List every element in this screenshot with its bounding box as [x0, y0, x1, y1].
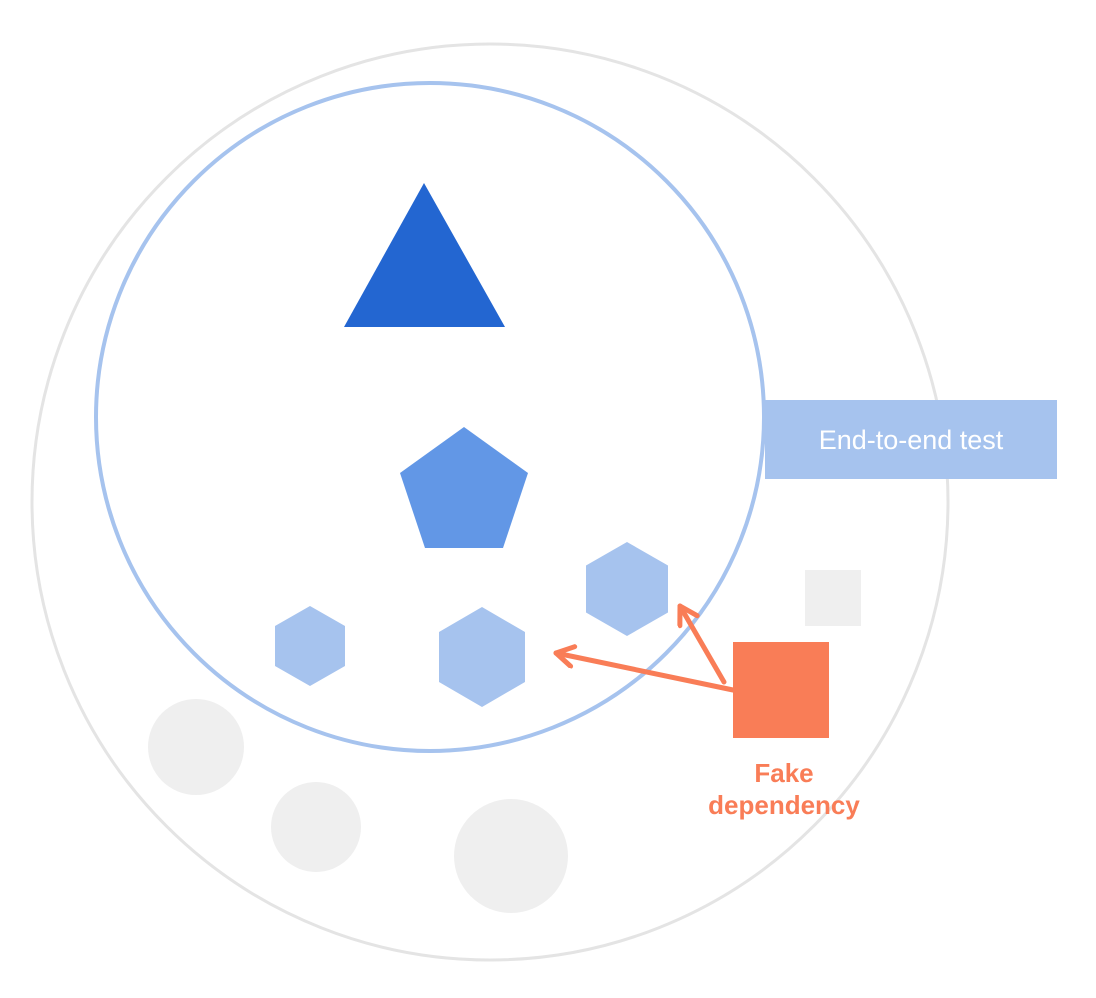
external-component-square	[805, 570, 861, 626]
fake-dependency-label-line2: dependency	[708, 790, 860, 820]
system-context-circle	[30, 42, 950, 962]
fake-dependency-arrow-short	[680, 603, 727, 685]
e2e-test-banner	[765, 400, 1057, 479]
fake-dependency-square	[733, 642, 829, 738]
dependency-hexagon-right	[586, 542, 668, 636]
e2e-test-banner-label: End-to-end test	[819, 425, 1004, 455]
dependency-hexagon-left	[275, 606, 345, 686]
external-component-circle-3	[454, 799, 568, 913]
external-component-circle-2	[271, 782, 361, 872]
fake-dependency-arrow-long	[553, 653, 736, 693]
system-component-pentagon	[400, 427, 528, 548]
dependency-hexagon-middle	[439, 607, 525, 707]
external-component-circle-1	[148, 699, 244, 795]
e2e-test-boundary-circle	[94, 81, 766, 753]
fake-dependency-label-line1: Fake	[754, 758, 813, 788]
system-component-triangle	[344, 183, 505, 327]
